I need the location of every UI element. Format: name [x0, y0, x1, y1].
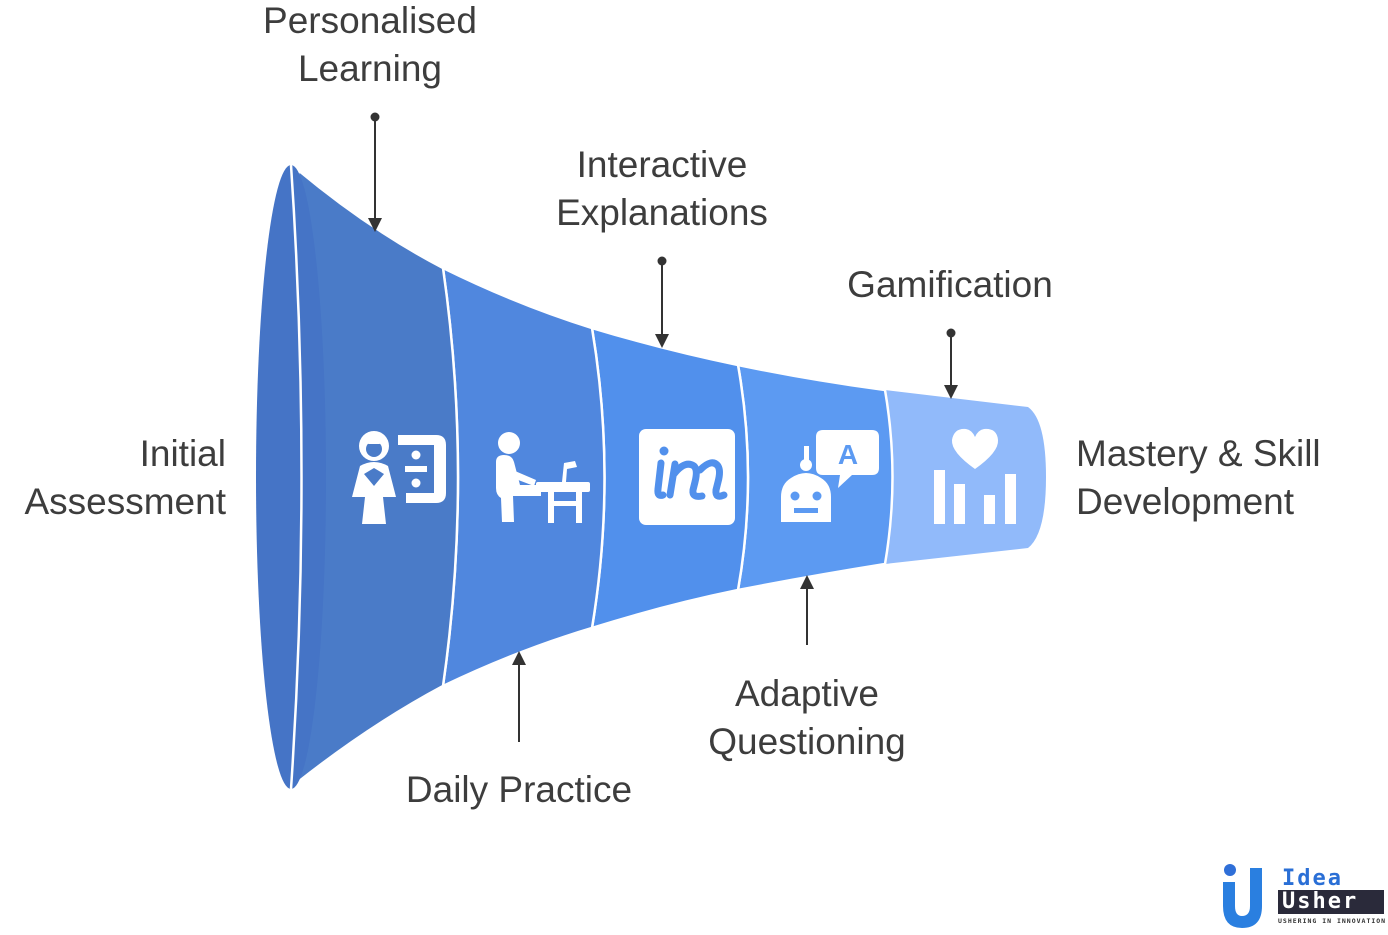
logo-u-icon [1223, 864, 1384, 928]
chatbot-icon: A [781, 430, 879, 522]
invision-icon [639, 429, 735, 525]
connector-personalised-learning [368, 112, 382, 232]
connector-interactive-explanations [655, 256, 669, 348]
teacher-board-icon [352, 431, 446, 524]
funnel-mouth [256, 165, 326, 789]
logo-tagline: USHERING IN INNOVATION [1278, 917, 1387, 925]
svg-text:A: A [838, 439, 858, 470]
label-personalised-learning: Personalised Learning [263, 0, 477, 89]
connector-gamification [944, 328, 958, 399]
label-mastery-skill-development: Mastery & Skill Development [1076, 433, 1321, 522]
funnel-segment-5 [885, 390, 1046, 564]
logo-word-idea: Idea [1282, 866, 1343, 891]
label-gamification: Gamification [847, 264, 1053, 305]
funnel-mouth-rim [289, 164, 303, 790]
idea-usher-logo: Idea Usher USHERING IN INNOVATION [1220, 862, 1388, 930]
label-initial-assessment: Initial Assessment [24, 433, 226, 522]
label-interactive-explanations: Interactive Explanations [556, 144, 768, 233]
logo-word-usher: Usher [1282, 889, 1359, 914]
label-adaptive-questioning: Adaptive Questioning [708, 673, 906, 762]
label-daily-practice: Daily Practice [405, 769, 633, 810]
student-desk-icon [496, 432, 590, 523]
heart-chart-icon [934, 428, 1016, 524]
